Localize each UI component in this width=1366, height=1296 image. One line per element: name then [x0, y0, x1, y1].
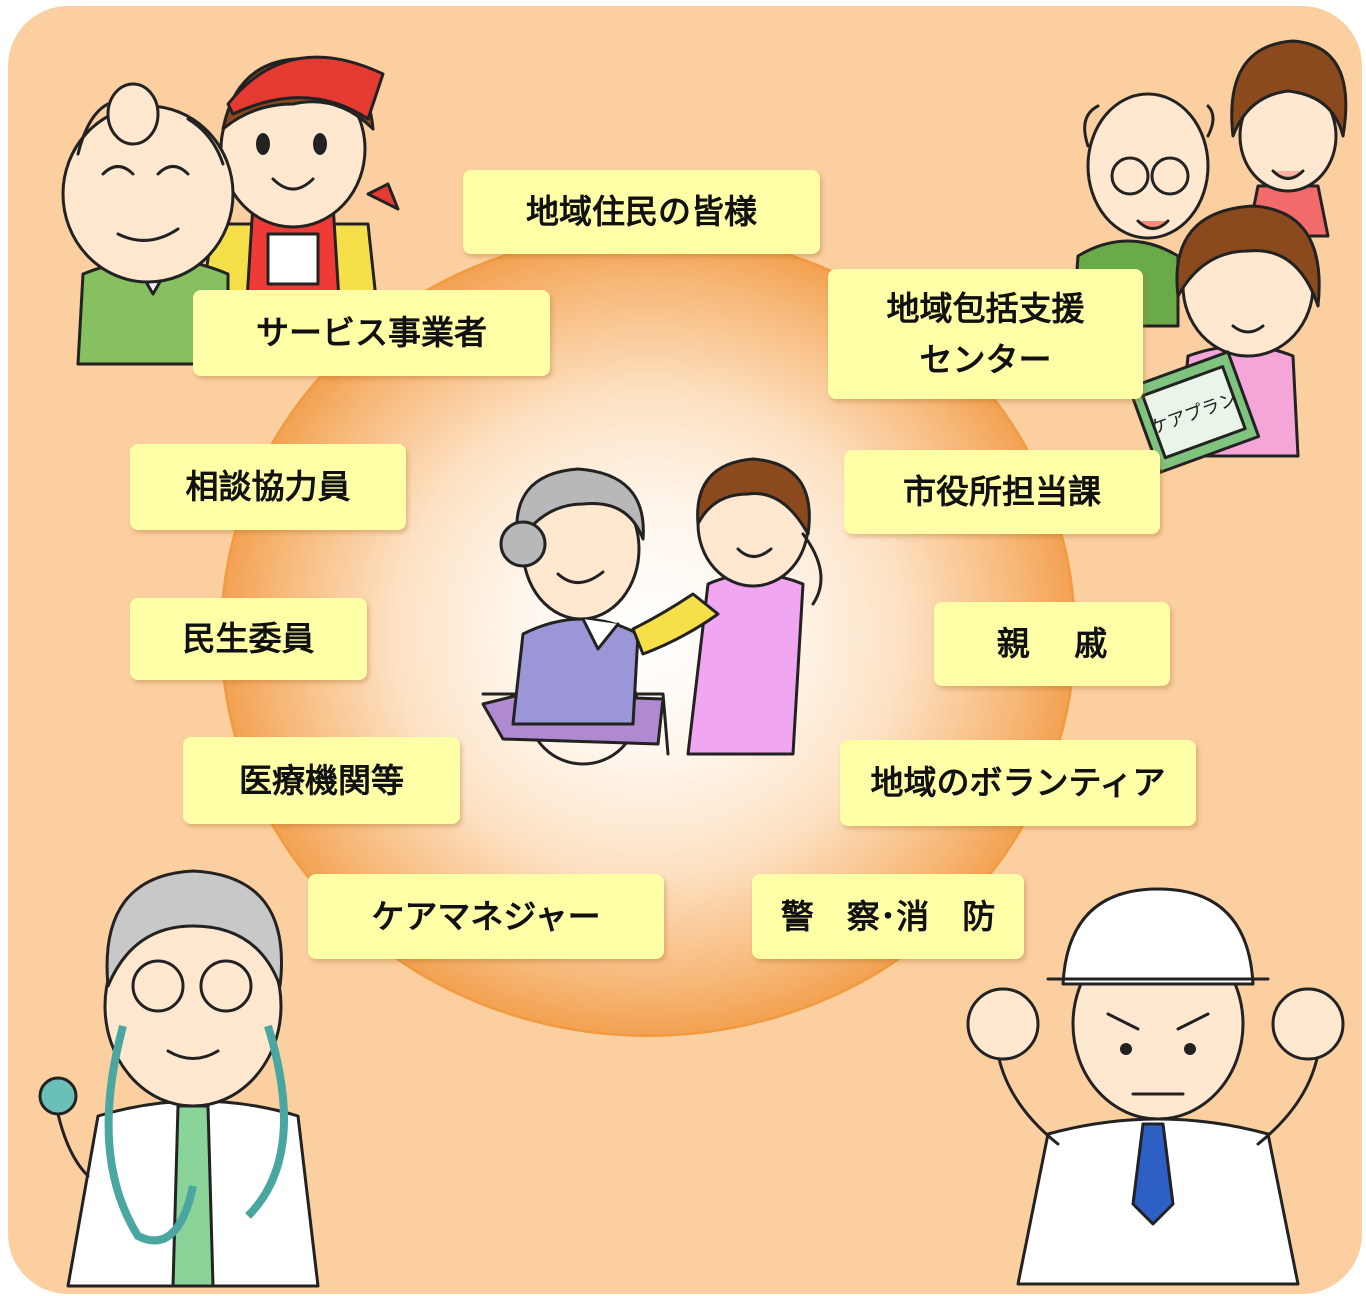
label-police-fire: 警 察･消 防 [752, 874, 1024, 959]
diagram-panel: ケアプラン [8, 6, 1362, 1294]
wheelchair-caregiver-illustration [481, 457, 823, 766]
label-medical: 医療機関等 [183, 737, 460, 824]
label-volunteers: 地域のボランティア [840, 740, 1196, 826]
doctor-with-stethoscope-illustration [38, 869, 320, 1288]
label-service-providers: サービス事業者 [193, 290, 550, 376]
elderly-couple-and-woman-with-care-plan-illustration: ケアプラン [1071, 39, 1348, 474]
firefighter-with-helmet-illustration [966, 887, 1345, 1286]
label-relatives: 親 戚 [934, 602, 1170, 686]
label-care-manager: ケアマネジャー [308, 874, 664, 959]
label-city-office: 市役所担当課 [844, 450, 1160, 534]
label-welfare-commissioner: 民生委員 [130, 598, 367, 680]
label-residents: 地域住民の皆様 [463, 170, 820, 254]
label-consultants: 相談協力員 [130, 444, 406, 530]
label-support-center: 地域包括支援 センター [828, 269, 1143, 399]
